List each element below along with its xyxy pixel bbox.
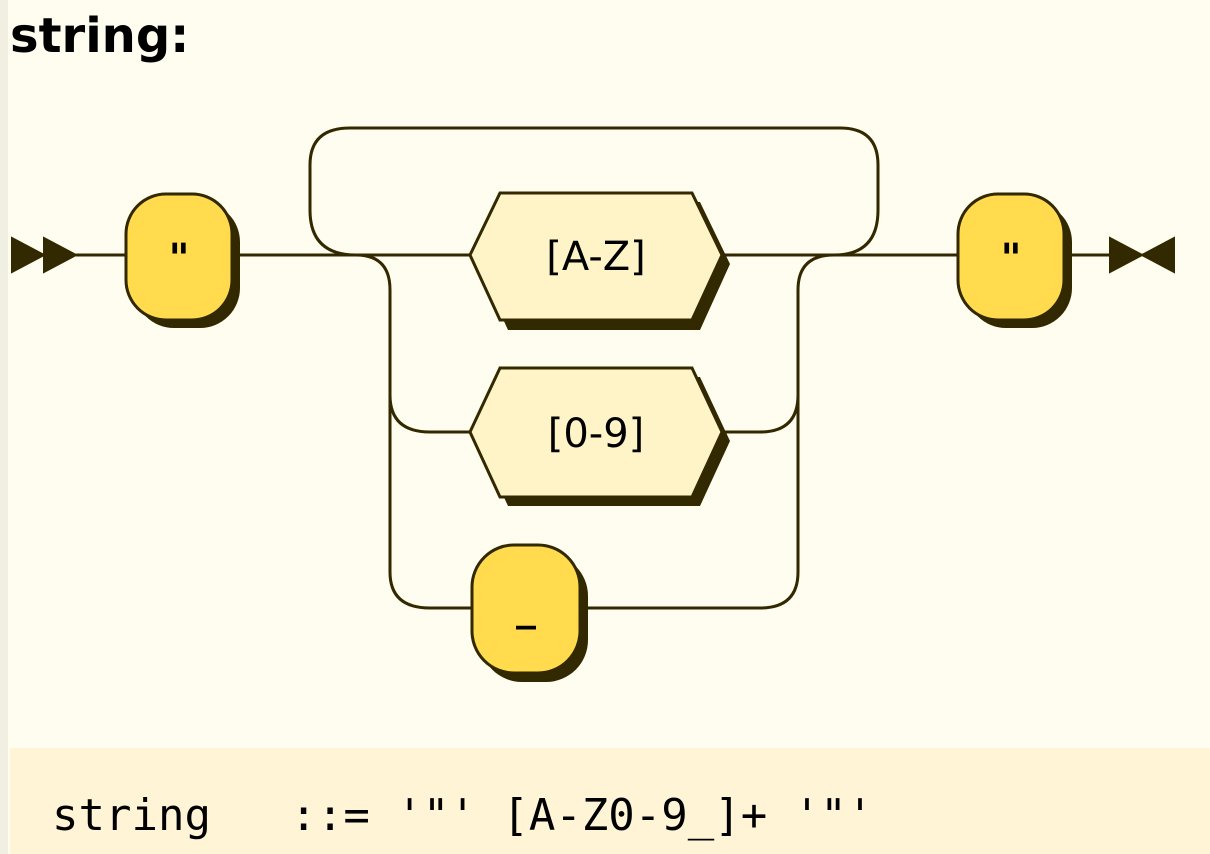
char-class-upper-label: [A-Z] [546,234,646,280]
page-edge [0,0,8,854]
start-quote-label: " [169,236,190,282]
ebnf-definition: string ::= '"' [A-Z0-9_]+ '"' [52,790,874,841]
end-quote-label: " [1001,236,1022,282]
underscore-terminal: _ [470,543,588,682]
end-quote-terminal: " [956,192,1072,328]
char-class-upper: [A-Z] [468,191,730,330]
end-marker [1109,236,1175,274]
underscore-label: _ [516,584,536,630]
rule-title: string: [10,8,190,64]
start-quote-terminal: " [124,192,240,328]
choice-branch-left [355,253,472,610]
choice-branch-right [588,253,835,610]
char-class-digit-label: [0-9] [548,411,645,457]
repeat-loop [308,126,880,257]
char-class-digit: [0-9] [468,366,730,506]
ebnf-box [10,748,1210,854]
start-marker [11,236,79,274]
